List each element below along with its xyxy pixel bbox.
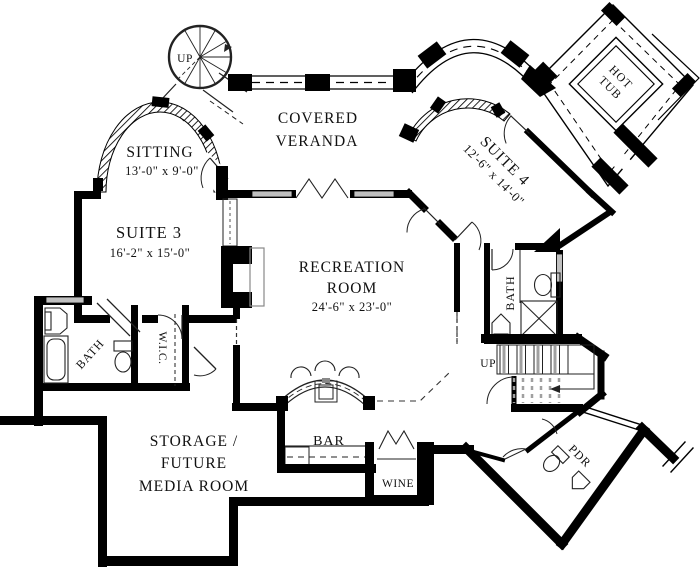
deck-steps (613, 123, 658, 168)
suite4-bay-wall (398, 96, 511, 143)
wine-doors (378, 429, 415, 450)
main-stairs (486, 332, 610, 417)
stair-treads (499, 345, 569, 374)
bathtub (43, 335, 69, 384)
storage-walls (0, 416, 429, 567)
recreation-northeast-wall (404, 188, 458, 242)
storage-label-line1: STORAGE / (150, 433, 238, 450)
hearth (249, 247, 265, 307)
pdr-toilet (542, 444, 571, 473)
powder-room (467, 406, 591, 490)
french-doors (295, 178, 349, 199)
spiral-staircase (161, 24, 248, 125)
bath-left-window (45, 296, 85, 304)
recreation-west-wall (233, 306, 240, 411)
recreation-label-line2: ROOM (327, 280, 378, 297)
wic-label: W.I.C. (156, 332, 168, 365)
bar-label: BAR (313, 434, 345, 449)
fireplace (221, 198, 265, 308)
bath-left-fixtures (43, 298, 141, 384)
bar-stool (290, 366, 312, 379)
veranda-south-wall (222, 178, 412, 199)
wic-details (157, 314, 183, 386)
veranda-window-2 (353, 190, 395, 198)
wall-break-mark (662, 441, 686, 467)
bath-left-toilet (113, 340, 133, 352)
suite3-label: SUITE 3 (116, 223, 182, 242)
suite3-dims: 16'-2" x 15'-0" (110, 246, 191, 260)
hot-tub-deck (534, 1, 700, 195)
suite4-walls (503, 115, 617, 253)
recreation-label-line1: RECREATION (299, 259, 405, 276)
veranda-colonnade (228, 38, 556, 97)
sitting-dims: 13'-0" x 9'-0" (125, 164, 199, 178)
bar-stool (314, 360, 336, 372)
stair-direction-arrow (560, 352, 595, 390)
bath-left-sink (44, 307, 68, 335)
bath-right-label: BATH (503, 275, 517, 310)
main-stair-up-label: UP (480, 358, 496, 370)
hot-tub (568, 36, 664, 132)
wic-label-group: W.I.C. (156, 332, 168, 365)
bar-walls (232, 403, 376, 473)
ceiling-dashed-lines (377, 314, 458, 402)
storage-label-line3: MEDIA ROOM (139, 478, 249, 495)
bath-right-label-group: BATH (503, 275, 517, 310)
veranda-label-line1: COVERED (278, 110, 358, 127)
pdr-sink (571, 470, 591, 490)
spiral-stair-up-label: UP (177, 53, 193, 65)
recreation-dims: 24'-6" x 23'-0" (312, 300, 393, 314)
veranda-window-1 (251, 190, 293, 198)
sitting-label: SITTING (126, 144, 193, 161)
veranda-label-line2: VERANDA (276, 133, 359, 150)
bar-stool (338, 366, 360, 379)
storage-label-line2: FUTURE (161, 455, 227, 472)
storage-door (193, 346, 217, 377)
stair-top-wall (481, 334, 582, 343)
southeast-walls (426, 406, 694, 551)
wine-label: WINE (382, 478, 414, 490)
